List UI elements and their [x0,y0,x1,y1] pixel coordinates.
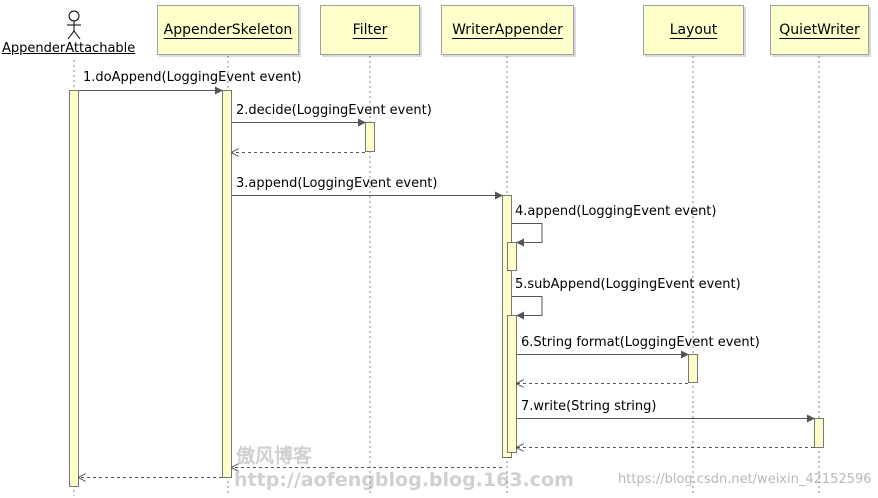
participant-label: QuietWriter [779,22,860,38]
actor-label: AppenderAttachable [2,41,136,56]
message-label-m4: 4.append(LoggingEvent event) [515,204,717,219]
participant-quiet-writer: QuietWriter [770,5,869,55]
participant-label: Filter [352,22,388,38]
message-label-m1: 1.doAppend(LoggingEvent event) [83,70,302,85]
watermark-csdn: https://blog.csdn.net/weixin_42152596 [618,472,872,487]
arrow-m5 [512,296,543,320]
message-label-m7: 7.write(String string) [521,399,657,414]
activation-appender-skeleton [222,90,232,478]
activation-filter [365,122,375,152]
activation-writer-appender-append [507,242,517,271]
participant-writer-appender: WriterAppender [441,5,574,55]
activation-appender-attachable [69,90,79,487]
watermark-site-name: 傲风博客 [236,445,313,467]
participant-appender-skeleton: AppenderSkeleton [157,5,299,55]
arrow-m4 [512,223,543,247]
watermark-site-url: http://aofengblog.blog.163.com [234,469,574,491]
message-label-m6: 6.String format(LoggingEvent event) [521,335,760,350]
participant-label: WriterAppender [452,22,563,38]
participant-filter: Filter [320,5,420,55]
activation-writer-appender-subappend [507,315,517,453]
message-label-m3: 3.append(LoggingEvent event) [236,176,438,191]
activation-quiet-writer [814,418,824,448]
message-label-m2: 2.decide(LoggingEvent event) [236,103,432,118]
message-label-m5: 5.subAppend(LoggingEvent event) [515,277,741,292]
activation-layout [688,354,698,383]
participant-label: AppenderSkeleton [163,22,293,38]
participant-layout: Layout [643,5,744,55]
participant-label: Layout [669,22,718,38]
actor-icon [67,10,81,40]
